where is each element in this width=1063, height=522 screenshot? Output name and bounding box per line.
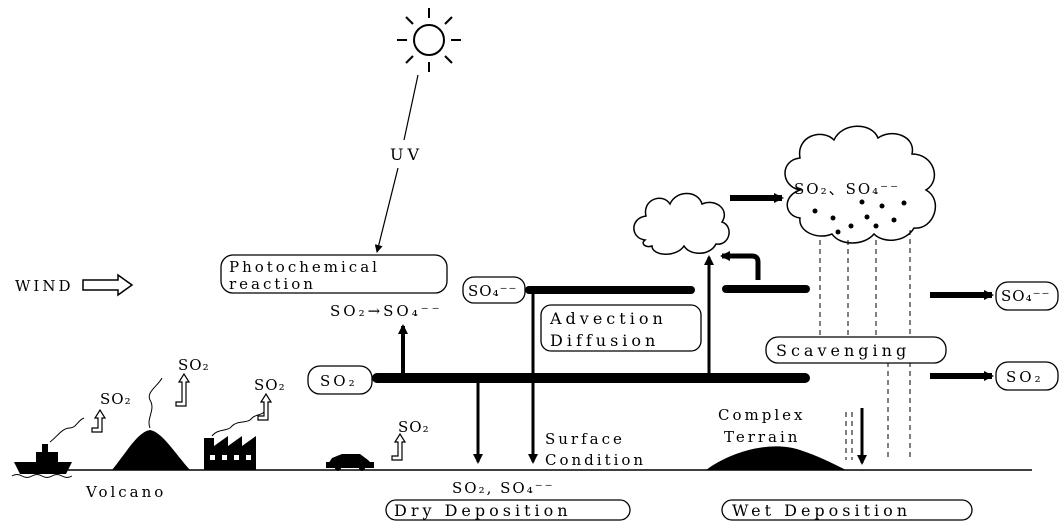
volcano-smoke (149, 378, 162, 428)
so2-left-label: SO₂ (320, 372, 358, 390)
cloud-species-label: SO₂、SO₄⁻⁻ (794, 180, 900, 198)
volcano-label: Volcano (85, 483, 166, 501)
right-upper-bar (722, 285, 810, 293)
so2-main-bar (372, 373, 810, 383)
reaction-formula: SO₂→SO₄⁻⁻ (330, 302, 443, 320)
cloud-icon (634, 194, 729, 255)
complex-line2: Terrain (724, 428, 800, 446)
hook-arrow (722, 256, 758, 280)
ship-smoke (50, 418, 84, 442)
volcano-icon (112, 430, 190, 470)
uv-ray-upper (404, 75, 418, 140)
so2-ship: SO₂ (100, 390, 132, 408)
wind-label: WIND (15, 277, 74, 295)
wind-arrow-icon (83, 275, 132, 295)
surface-line1: Surface (545, 430, 625, 448)
sun-icon (397, 8, 461, 72)
so2-right-label: SO₂ (1006, 368, 1044, 386)
advection-line1: Advection (549, 309, 667, 328)
photochemical-line1: Photochemical (229, 258, 380, 276)
surface-line2: Condition (545, 451, 646, 469)
so2-volcano: SO₂ (178, 356, 210, 374)
ship-icon (12, 444, 72, 478)
wet-deposition-label: Wet Deposition (732, 501, 911, 520)
so2-car: SO₂ (398, 418, 430, 436)
advection-line2: Diffusion (550, 331, 659, 350)
factory-smoke (212, 410, 266, 436)
dry-species-label: SO₂, SO₄⁻⁻ (452, 479, 555, 497)
so4-upper-bar (525, 286, 695, 294)
factory-icon (204, 436, 256, 470)
photochemical-line2: reaction (229, 275, 316, 293)
so4-left-label: SO₄⁻⁻ (468, 282, 517, 300)
scavenging-label: Scavenging (776, 341, 910, 360)
terrain-icon (706, 446, 846, 470)
so2-factory: SO₂ (254, 376, 286, 394)
uv-ray-lower (377, 168, 398, 252)
complex-line1: Complex (718, 406, 805, 424)
so4-right-label: SO₄⁻⁻ (1001, 287, 1050, 305)
uv-label: UV (390, 145, 423, 164)
dry-deposition-label: Dry Deposition (394, 501, 572, 520)
car-icon (326, 454, 374, 471)
